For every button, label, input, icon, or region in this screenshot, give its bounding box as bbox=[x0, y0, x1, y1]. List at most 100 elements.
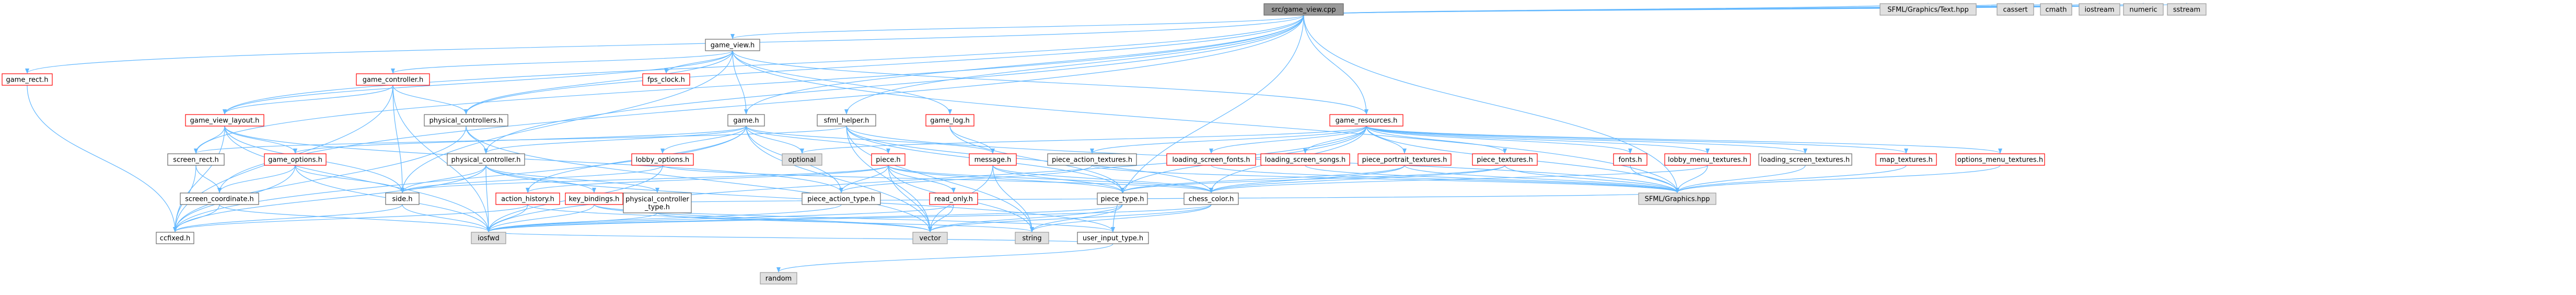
node-box bbox=[156, 232, 194, 244]
node-label: game_controller.h bbox=[363, 76, 424, 84]
node-label: iostream bbox=[2084, 6, 2114, 14]
edge-game_controller-to-iosfwd bbox=[392, 85, 491, 232]
node-chess-color[interactable]: chess_color.h bbox=[1183, 192, 1239, 205]
edge-game_rect-to-ccfixed bbox=[27, 85, 177, 232]
node-lobby-options[interactable]: lobby_options.h bbox=[631, 153, 694, 166]
node-label: SFML/Graphics.hpp bbox=[1645, 196, 1710, 203]
node-loading-screen-fonts[interactable]: loading_screen_fonts.h bbox=[1166, 153, 1256, 166]
node-physical-controller-type[interactable]: physical_controller_type.h bbox=[623, 192, 692, 213]
node-label: iosfwd bbox=[478, 235, 500, 243]
node-game-view-layout[interactable]: game_view_layout.h bbox=[185, 114, 264, 127]
node-screen-coordinate[interactable]: screen_coordinate.h bbox=[180, 192, 259, 205]
node-physical-controller[interactable]: physical_controller.h bbox=[447, 153, 525, 166]
node-game-controller[interactable]: game_controller.h bbox=[356, 73, 430, 86]
node-fonts[interactable]: fonts.h bbox=[1613, 153, 1647, 166]
node-game-view[interactable]: game_view.h bbox=[705, 39, 760, 51]
edge-game_resources-to-piece_action_textures bbox=[1090, 126, 1367, 154]
edge-physical_controller-to-iosfwd bbox=[485, 165, 491, 232]
node-label: loading_screen_songs.h bbox=[1265, 156, 1345, 164]
node-box bbox=[760, 272, 797, 285]
node-game-log[interactable]: game_log.h bbox=[925, 114, 974, 127]
node-optional: optional bbox=[782, 153, 822, 166]
edge-game_resources-to-optional bbox=[800, 126, 1367, 154]
edge-root-to-physical_controller bbox=[484, 15, 1304, 154]
node-label: loading_screen_fonts.h bbox=[1172, 156, 1250, 164]
node-label: screen_coordinate.h bbox=[185, 196, 253, 203]
node-label: key_bindings.h bbox=[569, 196, 620, 203]
node-game-resources[interactable]: game_resources.h bbox=[1329, 114, 1403, 127]
node-label: piece_action_textures.h bbox=[1052, 156, 1132, 164]
node-label: game_options.h bbox=[268, 156, 322, 164]
edge-sfml_helper-to-screen_rect bbox=[194, 126, 847, 154]
edge-game_options-to-side bbox=[295, 165, 404, 193]
node-box bbox=[1047, 153, 1137, 166]
node-box bbox=[642, 73, 690, 86]
node-game-rect[interactable]: game_rect.h bbox=[2, 73, 53, 86]
node-label: physical_controller.h bbox=[451, 156, 521, 164]
node-map-textures[interactable]: map_textures.h bbox=[1875, 153, 1937, 166]
edge-game_controller-to-physical_controllers bbox=[392, 85, 468, 115]
node-box bbox=[424, 114, 508, 127]
edge-piece-to-action_history bbox=[526, 165, 889, 193]
node-label: game_view.h bbox=[711, 42, 755, 50]
edge-root-to-iostream bbox=[1303, 3, 2101, 16]
node-game-options[interactable]: game_options.h bbox=[264, 153, 327, 166]
node-loading-screen-textures[interactable]: loading_screen_textures.h bbox=[1758, 153, 1852, 166]
node-root[interactable]: src/game_view.cpp bbox=[1263, 3, 1344, 16]
node-piece-action-type[interactable]: piece_action_type.h bbox=[802, 192, 881, 205]
edge-game_view-to-physical_controllers bbox=[464, 50, 733, 115]
edge-root-to-sfml_text bbox=[1303, 3, 1930, 16]
node-box bbox=[1664, 153, 1751, 166]
node-box bbox=[1638, 192, 1716, 205]
edge-piece_action_textures-to-piece_action_type bbox=[839, 165, 1093, 193]
node-piece-portrait-textures[interactable]: piece_portrait_textures.h bbox=[1357, 153, 1452, 166]
node-label: piece.h bbox=[876, 156, 900, 164]
node-sfml-helper[interactable]: sfml_helper.h bbox=[817, 114, 876, 127]
node-box bbox=[1955, 153, 2045, 166]
node-box bbox=[817, 114, 876, 127]
edge-game-to-lobby_options bbox=[660, 126, 747, 154]
edge-piece_portrait_textures-to-sfml_graphics bbox=[1404, 165, 1679, 193]
node-label: cassert bbox=[2003, 6, 2027, 14]
node-sfml-text: SFML/Graphics/Text.hpp bbox=[1879, 3, 1977, 16]
edge-root-to-game_view_layout bbox=[223, 15, 1304, 115]
node-read-only[interactable]: read_only.h bbox=[929, 192, 978, 205]
node-box bbox=[925, 114, 974, 127]
node-message[interactable]: message.h bbox=[969, 153, 1017, 166]
node-ccfixed[interactable]: ccfixed.h bbox=[156, 232, 194, 244]
edge-user_input_type-to-random bbox=[776, 243, 1113, 273]
edge-root-to-sfml_helper bbox=[844, 15, 1304, 115]
node-fps-clock[interactable]: fps_clock.h bbox=[642, 73, 690, 86]
node-label: piece_type.h bbox=[1101, 196, 1144, 203]
edge-lobby_options-to-chess_color bbox=[662, 165, 1213, 193]
node-action-history[interactable]: action_history.h bbox=[495, 192, 560, 205]
node-physical-controllers[interactable]: physical_controllers.h bbox=[424, 114, 508, 127]
node-box bbox=[185, 114, 264, 127]
node-label: read_only.h bbox=[934, 196, 973, 203]
edge-read_only-to-iosfwd bbox=[486, 204, 954, 232]
node-lobby-menu-textures[interactable]: lobby_menu_textures.h bbox=[1664, 153, 1751, 166]
edge-root-to-game_resources bbox=[1303, 15, 1368, 115]
node-options-menu-textures[interactable]: options_menu_textures.h bbox=[1955, 153, 2045, 166]
edge-piece_type-to-iosfwd bbox=[486, 204, 1123, 232]
node-label: string bbox=[1022, 235, 1041, 243]
edge-piece-to-vector bbox=[888, 165, 932, 232]
node-label: numeric bbox=[2129, 6, 2157, 14]
node-loading-screen-songs[interactable]: loading_screen_songs.h bbox=[1260, 153, 1350, 166]
node-piece-textures[interactable]: piece_textures.h bbox=[1472, 153, 1538, 166]
node-box bbox=[1077, 232, 1149, 244]
node-box bbox=[1183, 192, 1239, 205]
node-box bbox=[929, 192, 978, 205]
node-piece[interactable]: piece.h bbox=[871, 153, 906, 166]
node-label: loading_screen_textures.h bbox=[1761, 156, 1850, 164]
node-piece-type[interactable]: piece_type.h bbox=[1097, 192, 1148, 205]
node-side[interactable]: side.h bbox=[385, 192, 420, 205]
node-user-input-type[interactable]: user_input_type.h bbox=[1077, 232, 1149, 244]
node-sfml-graphics: SFML/Graphics.hpp bbox=[1638, 192, 1716, 205]
node-game[interactable]: game.h bbox=[727, 114, 765, 127]
node-piece-action-textures[interactable]: piece_action_textures.h bbox=[1047, 153, 1137, 166]
edge-piece_action_textures-to-sfml_graphics bbox=[1092, 165, 1679, 193]
node-key-bindings[interactable]: key_bindings.h bbox=[565, 192, 623, 205]
node-screen-rect[interactable]: screen_rect.h bbox=[167, 153, 225, 166]
edge-side-to-iosfwd bbox=[402, 204, 491, 232]
